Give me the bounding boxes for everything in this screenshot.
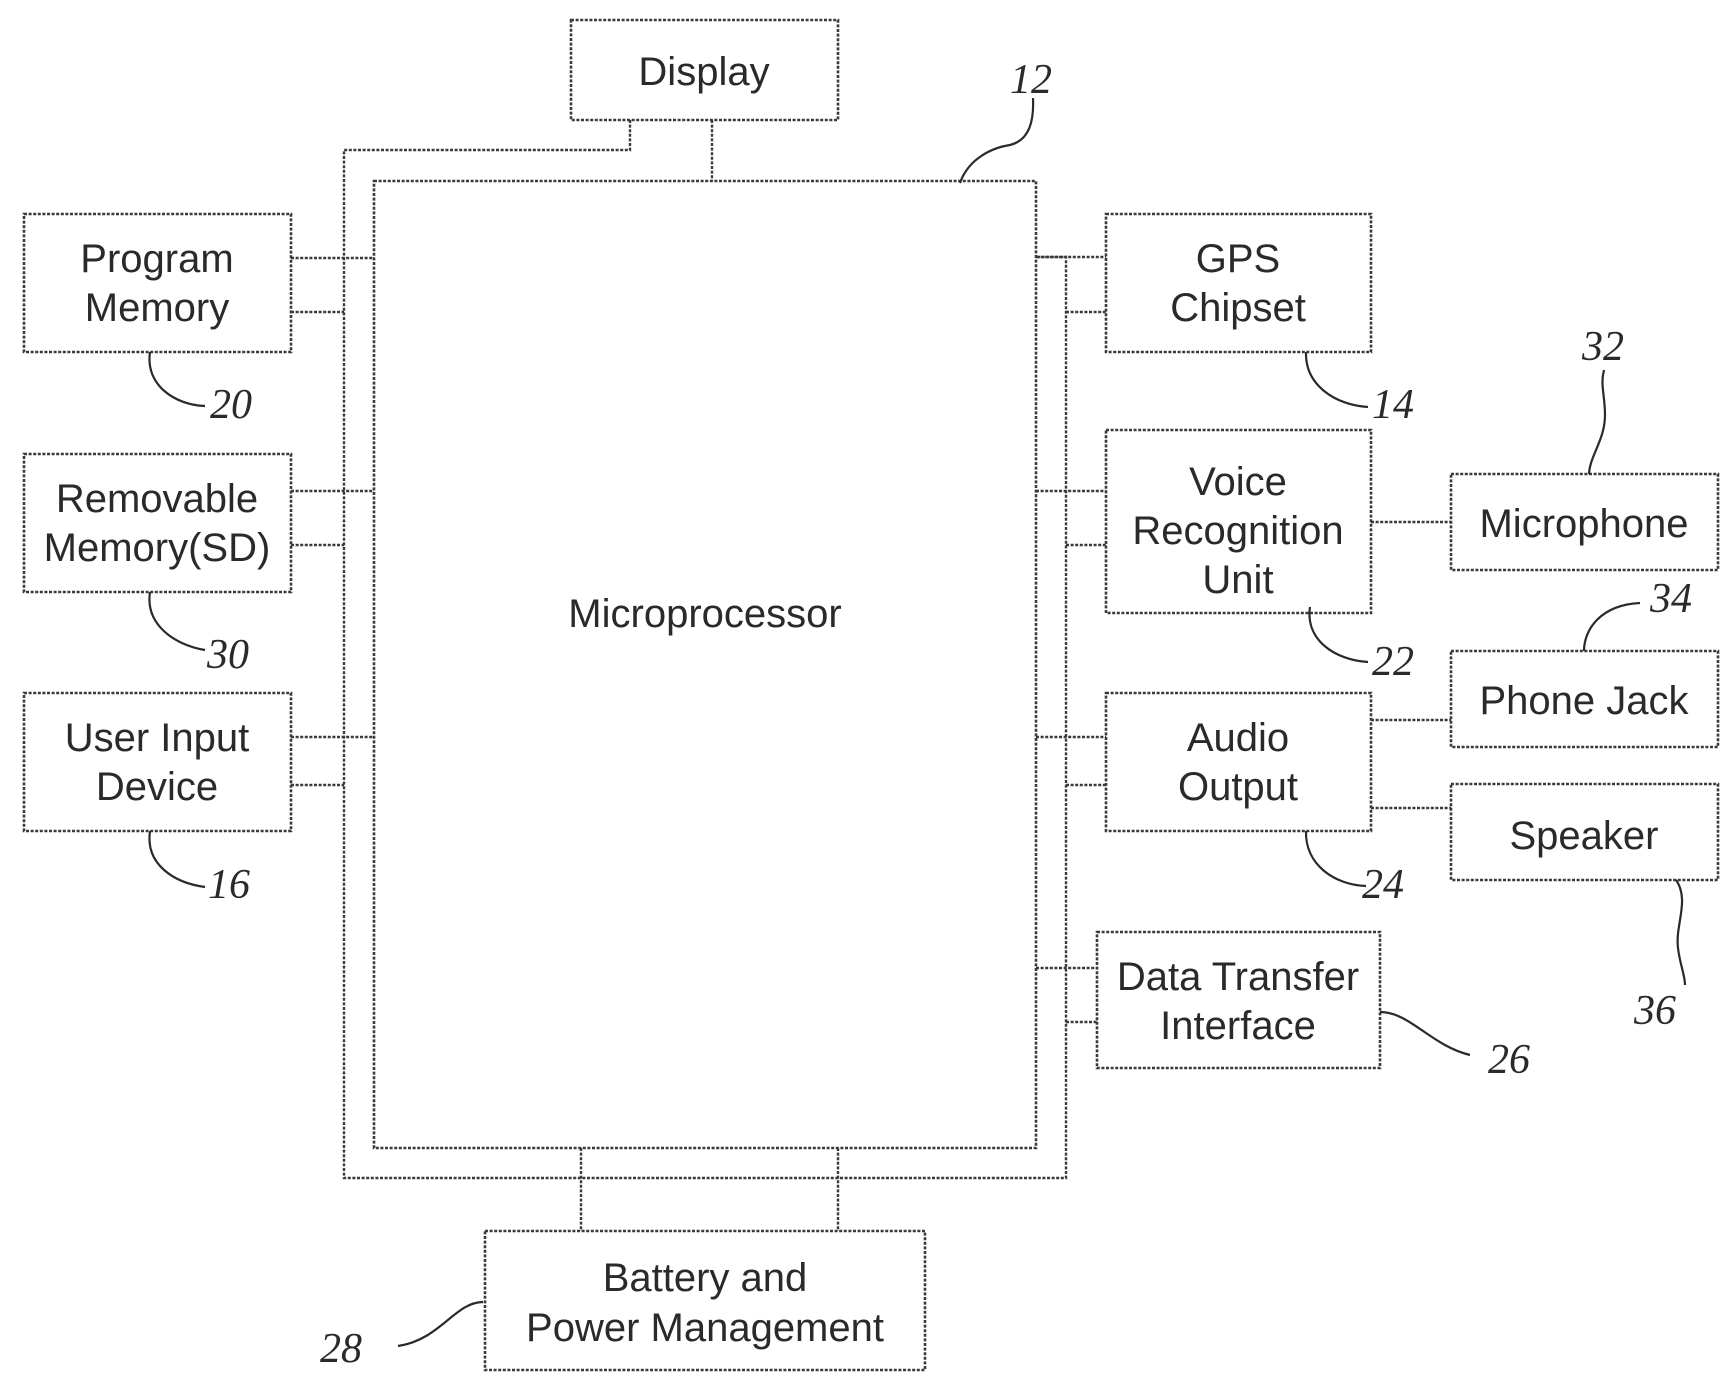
user-input-label-line2: Device	[96, 765, 218, 809]
leader-30	[149, 592, 205, 650]
removable-memory-label-line1: Removable	[56, 477, 258, 521]
program-memory-label-line1: Program	[80, 237, 233, 281]
battery-block: Battery and Power Management	[485, 1231, 925, 1370]
leader-26	[1380, 1012, 1470, 1055]
leader-36	[1676, 880, 1685, 985]
battery-label-line1: Battery and	[603, 1256, 808, 1300]
gps-label-line1: GPS	[1196, 237, 1280, 281]
removable-memory-label-line2: Memory(SD)	[44, 526, 271, 570]
leader-20	[149, 352, 205, 406]
ref-12: 12	[1010, 57, 1052, 103]
program-memory-label-line2: Memory	[85, 286, 229, 330]
ref-28: 28	[320, 1326, 362, 1372]
leader-16	[149, 831, 205, 887]
gps-block: GPS Chipset	[1106, 214, 1371, 352]
ref-36: 36	[1633, 988, 1676, 1034]
user-input-block: User Input Device	[24, 693, 291, 831]
speaker-label: Speaker	[1510, 814, 1659, 858]
microprocessor-label: Microprocessor	[568, 592, 841, 636]
user-input-label-line1: User Input	[65, 716, 250, 760]
phone-jack-block: Phone Jack	[1451, 651, 1718, 747]
ref-34: 34	[1649, 576, 1692, 622]
phone-jack-label: Phone Jack	[1479, 679, 1689, 723]
ref-26: 26	[1488, 1037, 1530, 1083]
microphone-label: Microphone	[1479, 502, 1688, 546]
removable-memory-block: Removable Memory(SD)	[24, 454, 291, 592]
microphone-block: Microphone	[1451, 474, 1718, 570]
ref-14: 14	[1372, 382, 1414, 428]
leader-34	[1584, 603, 1640, 651]
ref-32: 32	[1581, 324, 1624, 370]
data-transfer-label-line2: Interface	[1160, 1004, 1316, 1048]
ref-22: 22	[1372, 639, 1414, 685]
leader-28	[398, 1302, 483, 1346]
audio-output-block: Audio Output	[1106, 693, 1371, 831]
display-label: Display	[638, 50, 769, 94]
data-transfer-label-line1: Data Transfer	[1117, 955, 1359, 999]
voice-recognition-block: Voice Recognition Unit	[1106, 430, 1371, 613]
leader-12	[960, 98, 1033, 183]
audio-label-line2: Output	[1178, 765, 1298, 809]
audio-label-line1: Audio	[1187, 716, 1289, 760]
display-block: Display	[571, 20, 838, 120]
leader-14	[1306, 352, 1368, 407]
gps-label-line2: Chipset	[1170, 286, 1306, 330]
leader-32	[1589, 370, 1605, 474]
voice-label-line1: Voice	[1189, 460, 1287, 504]
ref-24: 24	[1362, 862, 1404, 908]
ref-30: 30	[206, 632, 249, 678]
ref-20: 20	[210, 382, 252, 428]
speaker-block: Speaker	[1451, 784, 1718, 880]
data-transfer-block: Data Transfer Interface	[1097, 932, 1380, 1068]
voice-label-line2: Recognition	[1132, 509, 1343, 553]
program-memory-block: Program Memory	[24, 214, 291, 352]
voice-label-line3: Unit	[1202, 558, 1273, 602]
leader-24	[1306, 831, 1366, 886]
battery-label-line2: Power Management	[526, 1306, 884, 1350]
leader-22	[1309, 607, 1368, 662]
ref-16: 16	[208, 862, 250, 908]
microprocessor-block: Microprocessor	[374, 181, 1036, 1148]
